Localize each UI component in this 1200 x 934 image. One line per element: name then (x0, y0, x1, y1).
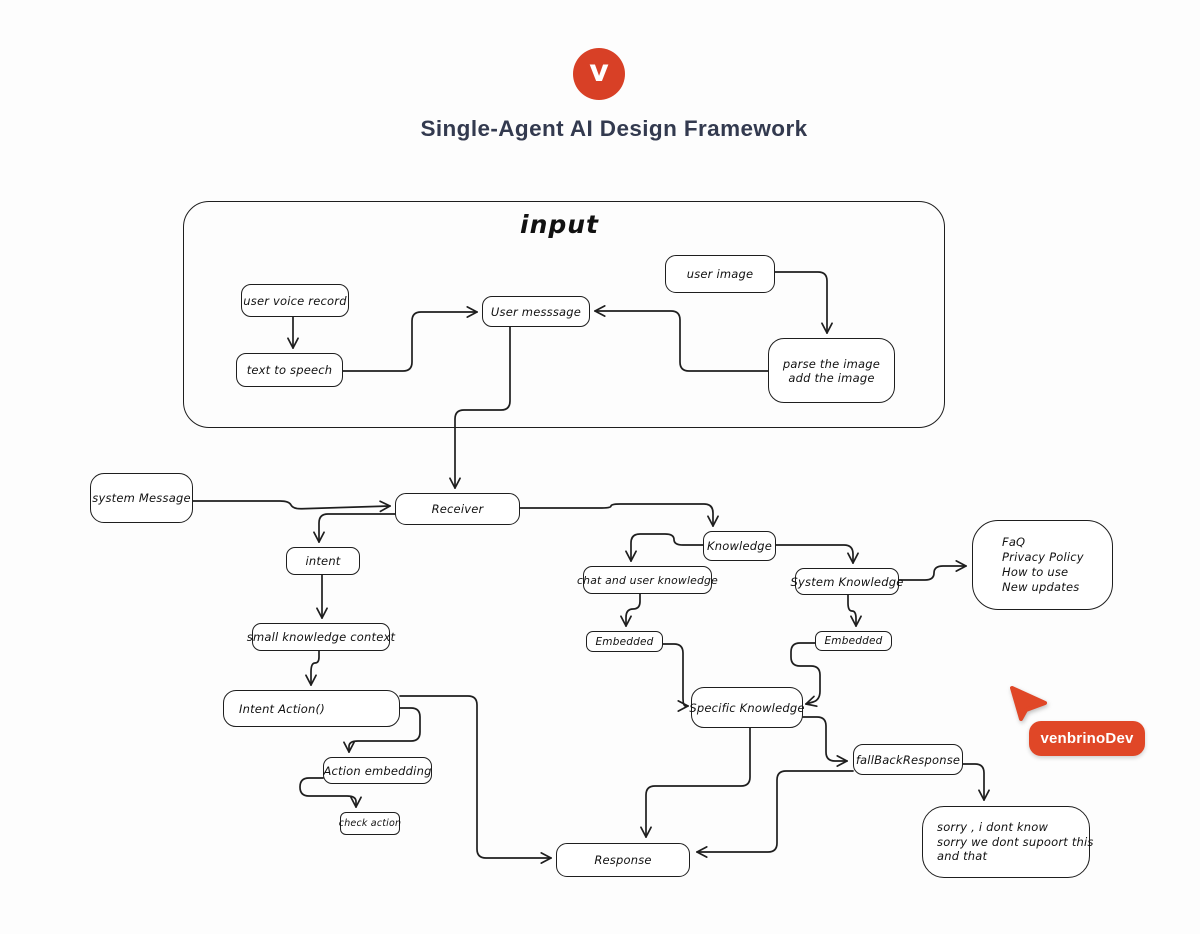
edge-arrow[interactable] (775, 544, 859, 564)
edge-arrow[interactable] (519, 503, 719, 527)
node-receiver[interactable]: Receiver (395, 493, 520, 525)
node-specific-knowledge[interactable]: Specific Knowledge (689, 687, 804, 728)
edge-arrow[interactable] (594, 305, 769, 372)
node-faq-list[interactable]: FaQ Privacy Policy How to use New update… (972, 520, 1113, 610)
node-action-embedding[interactable]: Action embedding (323, 757, 432, 784)
edge-arrow[interactable] (696, 770, 854, 858)
node-embedded-left[interactable]: Embedded (586, 631, 663, 652)
node-fallback-response[interactable]: fallBackResponse (853, 744, 963, 775)
edge-arrow[interactable] (192, 500, 391, 513)
node-sorry-message[interactable]: sorry , i dont know sorry we dont supoor… (922, 806, 1093, 878)
edge-arrow[interactable] (790, 642, 821, 708)
edge-arrow[interactable] (316, 574, 328, 619)
edge-arrow[interactable] (847, 594, 862, 627)
node-chat-user-knowledge[interactable]: chat and user knowledge (577, 566, 718, 594)
input-group-box[interactable] (183, 201, 945, 428)
node-response[interactable]: Response (556, 843, 690, 877)
input-group-label[interactable]: input (520, 210, 600, 239)
node-system-message[interactable]: system Message (90, 473, 193, 523)
node-parse-image[interactable]: parse the image add the image (768, 338, 895, 403)
edge-arrow[interactable] (662, 643, 689, 712)
node-small-knowledge-context[interactable]: small knowledge context (247, 623, 395, 651)
edge-arrow[interactable] (342, 306, 478, 372)
edge-arrow[interactable] (287, 316, 299, 349)
edge-arrow[interactable] (640, 727, 751, 838)
edge-arrow[interactable] (802, 716, 848, 767)
node-user-image[interactable]: user image (665, 255, 775, 293)
edge-arrow[interactable] (898, 560, 967, 581)
node-system-knowledge[interactable]: System Knowledge (791, 568, 903, 595)
edge-arrow[interactable] (343, 707, 421, 753)
node-knowledge[interactable]: Knowledge (703, 531, 776, 561)
page-title: Single-Agent AI Design Framework (420, 116, 808, 141)
edge-arrow[interactable] (313, 513, 396, 543)
collaborator-name-badge: venbrinoDev (1029, 721, 1145, 756)
edge-arrow[interactable] (620, 593, 641, 627)
edge-arrow[interactable] (299, 777, 362, 808)
node-check-action[interactable]: check action (339, 812, 401, 835)
node-user-message[interactable]: User messsage (482, 296, 590, 327)
edge-arrow[interactable] (449, 326, 511, 489)
node-text-to-speech[interactable]: text to speech (236, 353, 343, 387)
edge-arrow[interactable] (399, 695, 552, 864)
collaborator-cursor-icon (1010, 686, 1047, 721)
node-embedded-right[interactable]: Embedded (815, 631, 892, 651)
node-intent-action[interactable]: Intent Action() (223, 690, 400, 727)
edge-arrow[interactable] (305, 650, 320, 686)
edge-arrow[interactable] (625, 533, 704, 562)
logo-letter: v (589, 54, 609, 89)
node-intent[interactable]: intent (286, 547, 360, 575)
brand-logo-icon: v (573, 48, 625, 100)
node-user-voice-record[interactable]: user voice record (241, 284, 349, 317)
edge-arrow[interactable] (961, 763, 990, 801)
edge-arrow[interactable] (774, 271, 833, 334)
collaborator-name: venbrinoDev (1040, 730, 1134, 747)
